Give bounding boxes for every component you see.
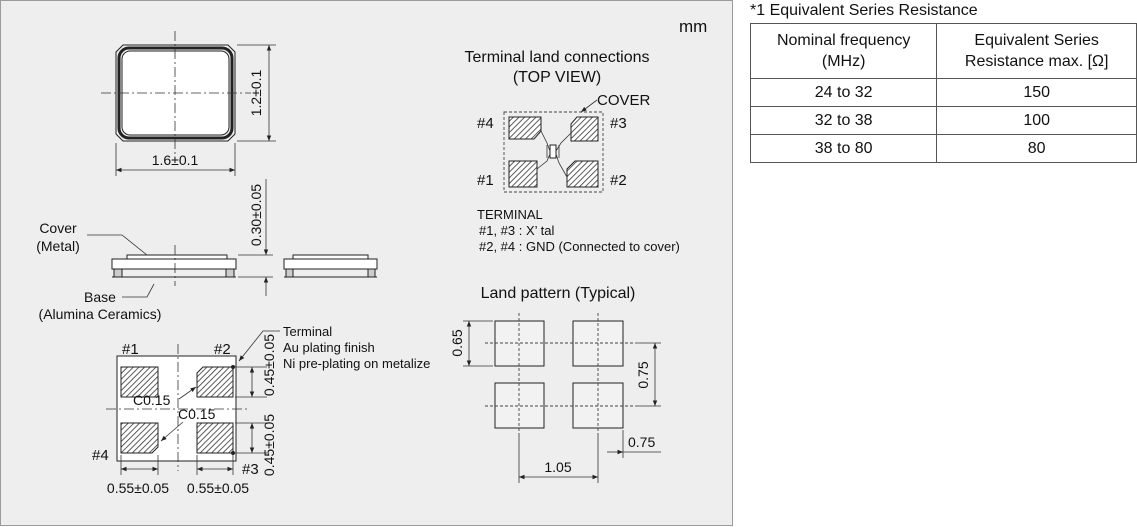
top-view: 1.2±0.1 1.6±0.1 (101, 31, 276, 176)
tlc-pin1: #1 (477, 172, 494, 189)
lp-dim-pitch-v: 0.75 (635, 361, 651, 388)
dimension-drawing: mm 1.2±0.1 1.6±0.1 0. (0, 0, 733, 526)
lp-dim-pad-width: 0.75 (628, 434, 655, 450)
esr-header-frequency-line1: Nominal frequency (776, 32, 911, 49)
base-label-1: Base (84, 289, 116, 305)
drawing-svg: mm 1.2±0.1 1.6±0.1 0. (36, 17, 707, 496)
terminal-note-3: Ni pre-plating on metalize (283, 356, 430, 371)
side-view: 0.30±0.05 Cover (Metal) Base (Alumina Ce… (36, 179, 378, 322)
esr-header-row: Nominal frequency (MHz) Equivalent Serie… (749, 23, 1137, 79)
esr-header-frequency: Nominal frequency (MHz) (749, 23, 938, 79)
cover-label-2: (Metal) (36, 238, 80, 254)
cover-label-1: Cover (39, 220, 77, 236)
esr-frequency-cell: 38 to 80 (749, 134, 938, 163)
cover-callout: COVER (597, 92, 651, 109)
top-height-dim: 1.2±0.1 (248, 69, 264, 116)
terminal-note-2: Au plating finish (283, 340, 375, 355)
terminal-connections: Terminal land connections (TOP VIEW) COV… (465, 49, 680, 254)
tlc-pin2: #2 (610, 172, 627, 189)
esr-section: *1 Equivalent Series Resistance Nominal … (749, 0, 1137, 163)
esr-frequency-cell: 24 to 32 (749, 78, 938, 107)
pad-height-lower: 0.45±0.05 (261, 414, 277, 476)
land-pattern-title: Land pattern (Typical) (481, 285, 636, 302)
land-pattern: Land pattern (Typical) 0.65 0.75 1.05 0.… (449, 285, 661, 483)
base-label-2: (Alumina Ceramics) (39, 306, 162, 322)
pad-height-upper: 0.45±0.05 (261, 334, 277, 396)
pad-width-left: 0.55±0.05 (107, 480, 169, 496)
esr-header-frequency-line2: (MHz) (821, 53, 866, 70)
chamfer-2: C0.15 (178, 406, 216, 422)
esr-note: *1 Equivalent Series Resistance (750, 2, 978, 19)
bottom-pin3: #3 (242, 461, 259, 478)
pad-width-right: 0.55±0.05 (187, 480, 249, 496)
terminal-legend-2: #2, #4 : GND (Connected to cover) (479, 239, 680, 254)
esr-resistance-cell: 100 (936, 106, 1137, 135)
top-width-dim: 1.6±0.1 (152, 152, 199, 168)
bottom-view: #1 #2 #4 #3 C0.15 C0.15 Terminal Au plat… (92, 324, 430, 496)
table-row: 38 to 80 80 (749, 134, 1137, 163)
tlc-title-2: (TOP VIEW) (513, 69, 601, 86)
terminal-legend-1: #1, #3 : X’ tal (479, 223, 555, 238)
bottom-pin2: #2 (214, 341, 231, 358)
tlc-pin3: #3 (610, 115, 627, 132)
esr-header-resistance-line1: Equivalent Series (974, 32, 1099, 49)
tlc-title-1: Terminal land connections (465, 49, 650, 66)
esr-resistance-cell: 80 (936, 134, 1137, 163)
esr-header-resistance-line2: Resistance max. [Ω] (964, 53, 1109, 70)
unit-label: mm (679, 17, 707, 36)
table-row: 32 to 38 100 (749, 106, 1137, 135)
bottom-pin4: #4 (92, 447, 109, 464)
terminal-note-1: Terminal (283, 324, 332, 339)
lp-dim-pad-height: 0.65 (449, 329, 465, 356)
chamfer-1: C0.15 (133, 392, 171, 408)
lp-dim-pitch-h: 1.05 (544, 459, 571, 475)
terminal-legend-title: TERMINAL (477, 207, 543, 222)
tlc-pin4: #4 (477, 115, 494, 132)
esr-frequency-cell: 32 to 38 (749, 106, 938, 135)
esr-header-resistance: Equivalent Series Resistance max. [Ω] (936, 23, 1137, 79)
bottom-pin1: #1 (122, 341, 139, 358)
side-height-dim: 0.30±0.05 (248, 184, 264, 246)
esr-table: Nominal frequency (MHz) Equivalent Serie… (749, 23, 1137, 163)
table-row: 24 to 32 150 (749, 78, 1137, 107)
esr-resistance-cell: 150 (936, 78, 1137, 107)
